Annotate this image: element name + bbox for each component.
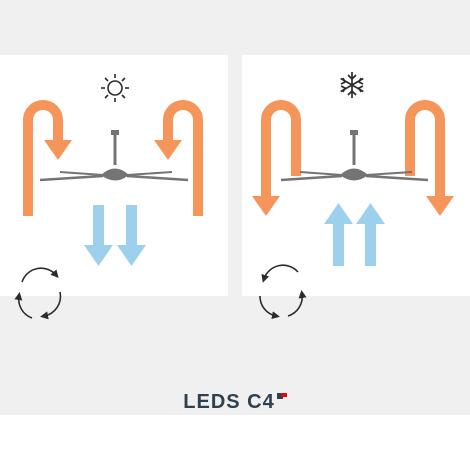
forward-rotation-icon (259, 264, 307, 320)
warm-air-arrow-left-winter (252, 100, 301, 216)
footer-strip (0, 415, 470, 470)
cool-air-arrow-up-1 (324, 203, 353, 266)
cool-air-arrow-up-2 (356, 203, 385, 266)
ceiling-fan-summer (39, 130, 189, 182)
ceiling-fan-winter (280, 130, 429, 182)
cool-air-arrow-down-2 (117, 205, 146, 266)
brand-logo: LEDS C4 (0, 391, 470, 414)
brand-name: LEDS C4 (183, 391, 275, 414)
warm-air-arrow-right-winter (405, 100, 454, 216)
cool-air-arrow-down-1 (84, 205, 113, 266)
warm-air-arrow-right (154, 100, 203, 216)
reverse-rotation-icon (14, 267, 62, 320)
warm-air-arrow-left (23, 100, 72, 216)
brand-accent-mark (276, 393, 287, 399)
snowflake-icon (340, 72, 364, 98)
sun-icon (101, 74, 129, 102)
